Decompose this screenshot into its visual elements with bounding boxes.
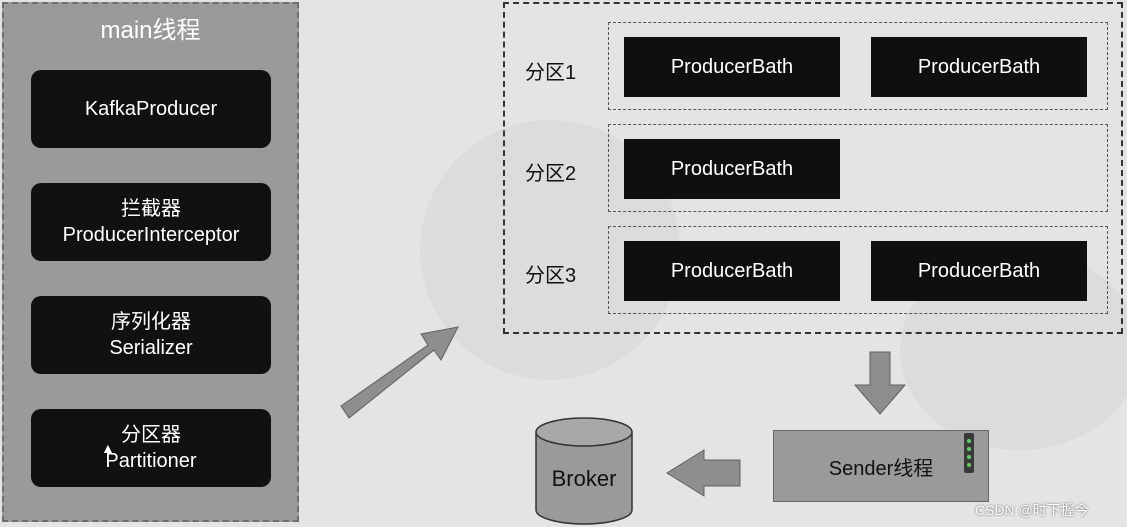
partitioner-box: 分区器 Partitioner (31, 409, 271, 487)
component-sublabel: Partitioner (105, 450, 197, 472)
sender-thread-box: Sender线程 (773, 430, 989, 502)
broker-label: Broker (551, 466, 617, 491)
producer-batch: ProducerBath (624, 241, 840, 301)
component-sublabel: Serializer (109, 337, 193, 359)
component-label: KafkaProducer (84, 98, 218, 120)
component-label: 拦截器 (121, 198, 181, 220)
partition-2-row (608, 124, 1108, 212)
watermark: CSDN @时下握今 (975, 502, 1089, 518)
producer-batch: ProducerBath (871, 37, 1087, 97)
main-thread-title: main线程 (100, 17, 201, 44)
component-label: 分区器 (121, 424, 181, 446)
component-label: 序列化器 (111, 311, 191, 333)
arrow-sender-to-broker-icon (666, 449, 741, 497)
kafka-producer-box: KafkaProducer (31, 70, 271, 148)
producer-batch: ProducerBath (624, 139, 840, 199)
partition-3-label: 分区3 (525, 265, 577, 287)
partition-3-row (608, 226, 1108, 314)
record-accumulator (503, 2, 1123, 334)
broker-cylinder-icon (535, 417, 633, 525)
status-indicator-icon (964, 433, 974, 473)
mouse-cursor-icon: ▲ (101, 440, 115, 456)
producer-batch: ProducerBath (624, 37, 840, 97)
interceptor-box: 拦截器 ProducerInterceptor (31, 183, 271, 261)
serializer-box: 序列化器 Serializer (31, 296, 271, 374)
partition-2-label: 分区2 (525, 163, 577, 185)
arrow-main-to-accumulator-icon (340, 326, 459, 419)
arrow-accumulator-to-sender-icon (853, 351, 907, 415)
partition-1-row (608, 22, 1108, 110)
component-sublabel: ProducerInterceptor (62, 224, 240, 246)
sender-label: Sender线程 (828, 457, 934, 480)
partition-1-label: 分区1 (525, 62, 577, 84)
producer-batch: ProducerBath (871, 241, 1087, 301)
